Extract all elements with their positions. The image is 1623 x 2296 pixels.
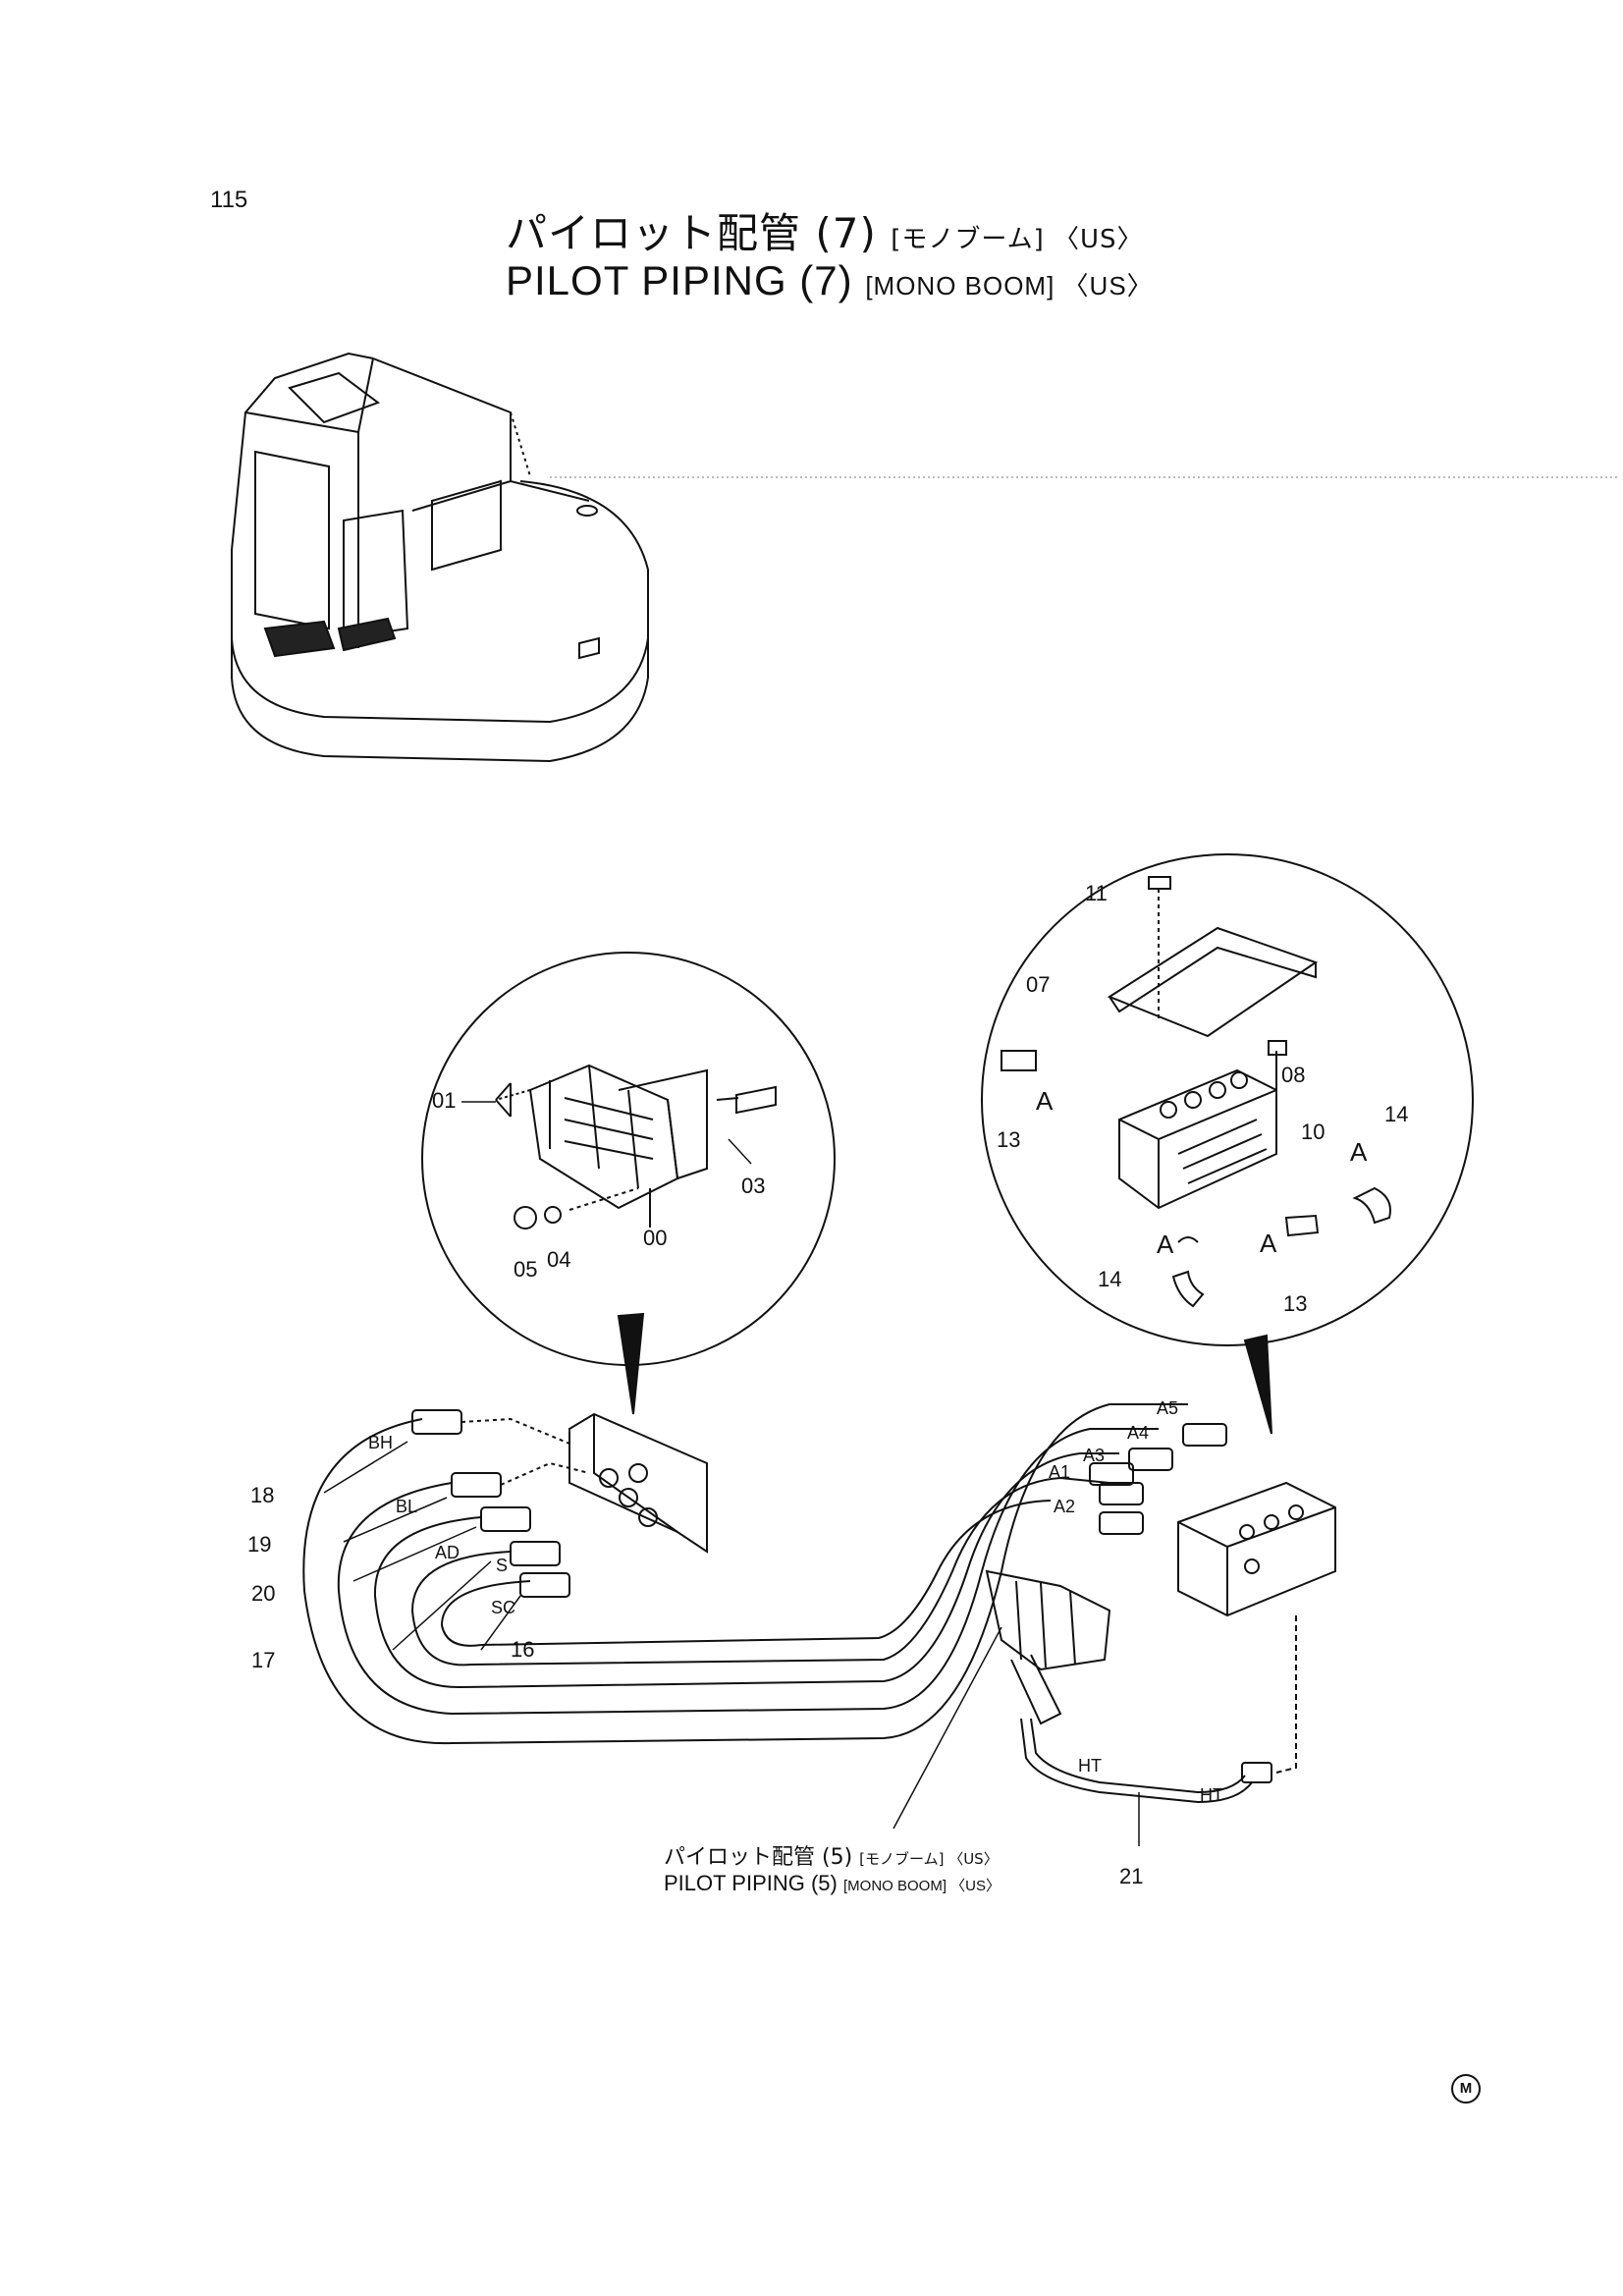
label-a-4: A bbox=[1260, 1229, 1277, 1258]
callout-14-lower: 14 bbox=[1098, 1267, 1121, 1291]
title-en-sub: [MONO BOOM] 〈US〉 bbox=[865, 271, 1154, 301]
callout-13-lower: 13 bbox=[1283, 1291, 1307, 1316]
label-a-1: A bbox=[1036, 1086, 1054, 1116]
right-pointer bbox=[1243, 1334, 1272, 1435]
reference-english: PILOT PIPING (5) [MONO BOOM] 〈US〉 bbox=[664, 1871, 1001, 1896]
reference-en-main: PILOT PIPING (5) bbox=[664, 1871, 838, 1895]
label-a-2: A bbox=[1350, 1137, 1368, 1167]
port-ad: AD bbox=[435, 1543, 460, 1562]
left-detail-view bbox=[421, 952, 836, 1366]
title-en-main: PILOT PIPING (7) bbox=[506, 257, 853, 303]
leader-lines bbox=[323, 1101, 1140, 1846]
callout-labels: 01 03 00 04 05 11 07 08 10 14 13 A A A A… bbox=[247, 881, 1408, 1888]
excavator-overview bbox=[231, 352, 1620, 763]
title-jp-main: パイロット配管 (7) bbox=[506, 209, 877, 257]
callout-21: 21 bbox=[1119, 1864, 1143, 1888]
port-ht-left: HT bbox=[1078, 1756, 1102, 1776]
port-sc: SC bbox=[491, 1598, 515, 1617]
right-detail-view bbox=[981, 853, 1474, 1346]
callout-13: 13 bbox=[997, 1127, 1020, 1152]
left-manifold-block bbox=[411, 1409, 708, 1598]
callout-07: 07 bbox=[1026, 972, 1050, 997]
reference-jp-main: パイロット配管 (5) bbox=[664, 1845, 853, 1870]
callout-08: 08 bbox=[1281, 1063, 1305, 1087]
callout-10: 10 bbox=[1301, 1120, 1325, 1144]
callout-05: 05 bbox=[514, 1257, 537, 1282]
title-english: PILOT PIPING (7) [MONO BOOM] 〈US〉 bbox=[506, 257, 1154, 304]
callout-01: 01 bbox=[432, 1088, 456, 1113]
pipe-21 bbox=[1020, 1718, 1272, 1804]
port-ht-right: HT bbox=[1200, 1785, 1223, 1805]
port-a4: A4 bbox=[1127, 1423, 1149, 1443]
title-jp-sub: [モノブーム] 〈US〉 bbox=[891, 225, 1144, 254]
pilot-valve-assembly bbox=[985, 1569, 1111, 1725]
footer-marker: M bbox=[1451, 2074, 1481, 2104]
label-a-3: A bbox=[1157, 1230, 1174, 1259]
port-bl: BL bbox=[396, 1497, 417, 1516]
callout-14: 14 bbox=[1384, 1102, 1408, 1126]
callout-03: 03 bbox=[741, 1174, 765, 1198]
port-a2: A2 bbox=[1054, 1497, 1075, 1516]
callout-18: 18 bbox=[250, 1483, 274, 1507]
port-s: S bbox=[496, 1556, 508, 1575]
port-a3: A3 bbox=[1083, 1446, 1105, 1465]
reference-jp-sub: [モノブーム] 〈US〉 bbox=[859, 1850, 999, 1868]
page-number: 115 bbox=[210, 187, 248, 213]
callout-19: 19 bbox=[247, 1532, 271, 1557]
port-a5: A5 bbox=[1157, 1398, 1178, 1418]
reference-en-sub: [MONO BOOM] 〈US〉 bbox=[842, 1878, 1001, 1894]
port-bh: BH bbox=[368, 1433, 393, 1452]
callout-00: 00 bbox=[643, 1226, 667, 1250]
title-japanese: パイロット配管 (7) [モノブーム] 〈US〉 bbox=[506, 200, 1144, 260]
left-pointer bbox=[617, 1312, 645, 1415]
right-manifold-block bbox=[1089, 1423, 1336, 1774]
callout-20: 20 bbox=[251, 1581, 275, 1606]
reference-japanese: パイロット配管 (5) [モノブーム] 〈US〉 bbox=[664, 1839, 999, 1871]
callout-16: 16 bbox=[511, 1637, 534, 1662]
hose-bundle bbox=[302, 1403, 1188, 1745]
callout-17: 17 bbox=[251, 1648, 275, 1672]
callout-04: 04 bbox=[547, 1247, 570, 1272]
callout-11: 11 bbox=[1085, 881, 1108, 905]
port-a1: A1 bbox=[1049, 1462, 1070, 1482]
